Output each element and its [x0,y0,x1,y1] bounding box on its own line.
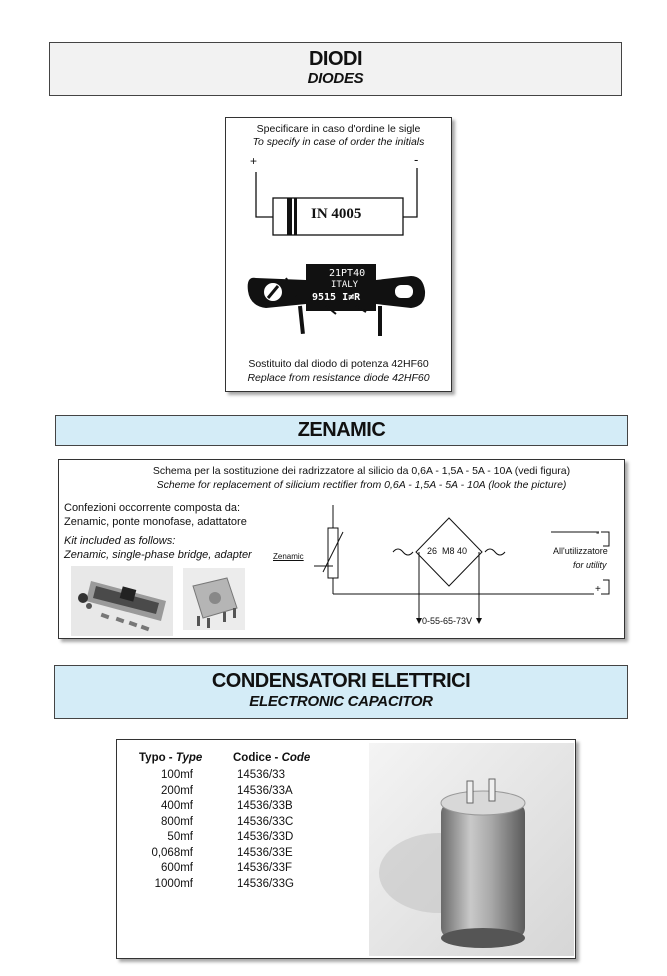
capacitor-photo [369,743,574,956]
scheme-it: Schema per la sostituzione dei radrizzat… [152,465,571,477]
code-column: 14536/33 14536/33A 14536/33B 14536/33C 1… [237,768,294,892]
zenamic-box: Schema per la sostituzione dei radrizzat… [58,459,625,639]
zenamic-title: ZENAMIC [297,419,386,441]
kit-it-2: Zenamic, ponte monofase, adattatore [64,516,247,528]
bridge-label: 26 M8 40 [427,546,468,556]
table-cell-code: 14536/33C [237,815,294,828]
plus-sign: + [250,154,258,168]
stamp-line-2: ITALY [331,280,359,290]
diodi-footer-en: Replace from resistance diode 42HF60 [247,372,430,384]
condensatori-subtitle: ELECTRONIC CAPACITOR [249,693,433,710]
zenamic-banner: ZENAMIC [55,415,628,446]
scheme-en: Scheme for replacement of silicium recti… [156,479,567,491]
table-cell-type: 1000mf [154,877,193,890]
output-plus: + [595,584,601,595]
table-cell-code: 14536/33A [237,784,293,797]
diode-label: IN 4005 [311,206,362,222]
table-cell-code: 14536/33D [237,831,294,843]
kit-components-photo [71,566,173,636]
col-type-it: Typo - [139,752,176,764]
minus-sign: - [414,152,419,167]
kit-en-1: Kit included as follows: [64,535,176,547]
col-type-header: Typo - Type [139,752,202,764]
table-cell-code: 14536/33B [237,800,293,812]
diodi-title: DIODI [308,48,363,70]
col-code-header: Codice - Code [233,752,310,764]
table-cell-code: 14536/33F [237,862,292,874]
utility-it: All'utilizzatore [553,546,608,556]
voltage-label: 0-55-65-73V [422,616,473,626]
diodi-subtitle: DIODES [307,70,364,87]
zenamic-label: Zenamic [273,552,304,561]
utility-en: for utility [573,560,607,570]
diodi-footer-it: Sostituito dal diodo di potenza 42HF60 [248,358,429,370]
table-cell-type: 200mf [161,784,193,797]
diodi-instruction-en: To specify in case of order the initials [252,136,425,148]
table-cell-code: 14536/33G [237,877,294,890]
circuit-diagram [314,505,610,624]
diodi-box: Specificare in caso d'ordine le sigle To… [225,117,452,392]
table-cell-code: 14536/33 [237,769,285,781]
power-diode-illustration [247,264,426,336]
diodi-instruction-it: Specificare in caso d'ordine le sigle [256,123,421,135]
stamp-line-3: 9515 I≠R [312,292,361,303]
output-minus: - [596,528,600,539]
table-cell-type: 100mf [161,769,193,781]
type-column: 100mf 200mf 400mf 800mf 50mf 0,068mf 600… [137,768,193,892]
capacitor-box: Typo - Type Codice - Code 100mf 200mf 40… [116,739,576,959]
condensatori-banner: CONDENSATORI ELETTRICI ELECTRONIC CAPACI… [54,665,628,719]
bridge-photo [183,568,245,630]
kit-en-2: Zenamic, single-phase bridge, adapter [64,549,252,561]
table-cell-type: 0,068mf [151,846,193,859]
stamp-line-1: 21PT40 [329,268,366,279]
col-code-it: Codice - [233,752,282,764]
diodi-banner: DIODI DIODES [49,42,622,96]
diode-drawing [255,168,418,236]
table-cell-type: 400mf [161,800,193,812]
table-cell-type: 600mf [161,862,193,874]
table-cell-type: 800mf [161,815,193,828]
kit-it-1: Confezioni occorrente composta da: [64,502,241,514]
col-code-en: Code [281,752,311,764]
table-cell-type: 50mf [167,831,193,843]
table-cell-code: 14536/33E [237,846,293,859]
col-type-en: Type [175,752,203,764]
condensatori-title: CONDENSATORI ELETTRICI [211,670,471,692]
